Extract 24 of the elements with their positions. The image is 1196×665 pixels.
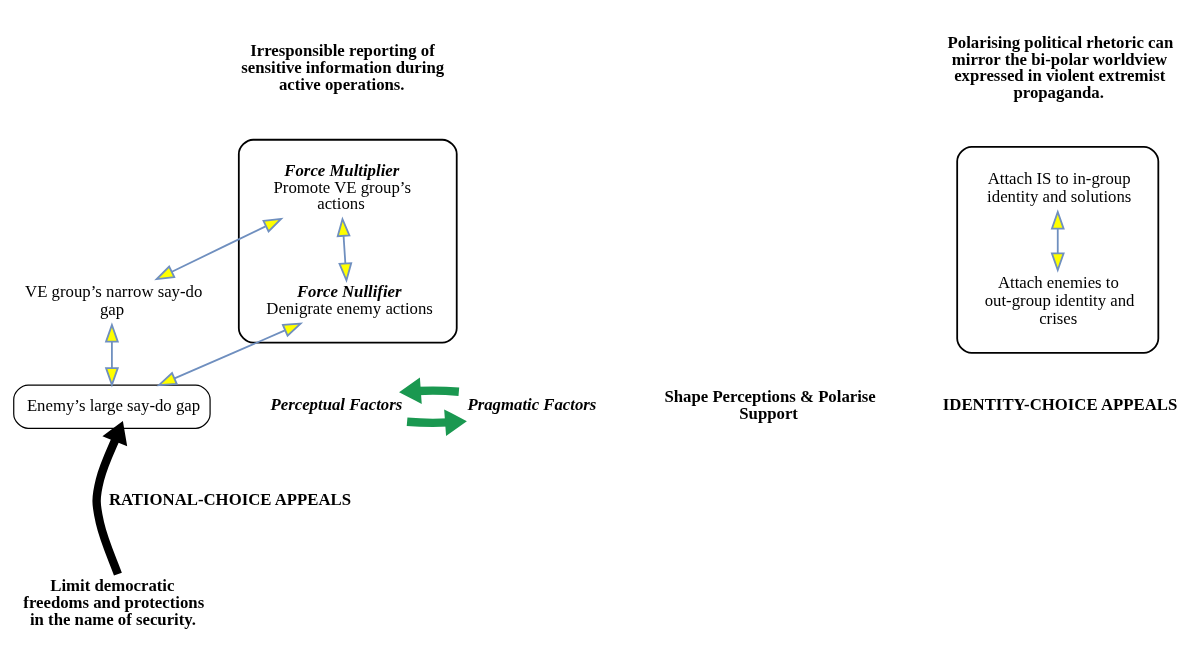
node-text: Limit democratic freedoms and protections in the name of security. [23,576,205,629]
cluster [237,138,458,344]
arrow [104,322,120,388]
node-text: Force Multiplier Promote VE group’s actions [273,160,411,214]
node-text: Pragmatic Factors [467,394,597,414]
node-text: Force Nullifier Denigrate enemy actions [266,282,433,319]
label: Irresponsible reporting of sensitive information during active operations. [241,41,445,94]
arrow [406,409,467,437]
arrow [156,322,304,387]
node-text: Perceptual Factors [270,394,403,414]
arrow [154,217,284,281]
label: IDENTITY-CHOICE APPEALS [942,394,1178,414]
arrow [336,216,353,283]
node-box: Enemy’s large say-do gap [13,384,211,429]
label: Polarising political rhetoric can mirror the bi-polar worldview expressed in violent extremist propaganda. [947,32,1174,103]
cluster [956,146,1160,354]
label: RATIONAL-CHOICE APPEALS [108,489,352,509]
node-text: Attach enemies to out-group identity and crises [984,273,1135,329]
arrow [92,421,128,576]
label: Shape Perceptions & Polarise Support [664,387,876,423]
node-text: VE group’s narrow say-do gap [25,282,203,320]
node-text: Attach IS to in-group identity and solutions [987,169,1132,207]
arrow [399,377,460,404]
arrow [1050,209,1065,273]
